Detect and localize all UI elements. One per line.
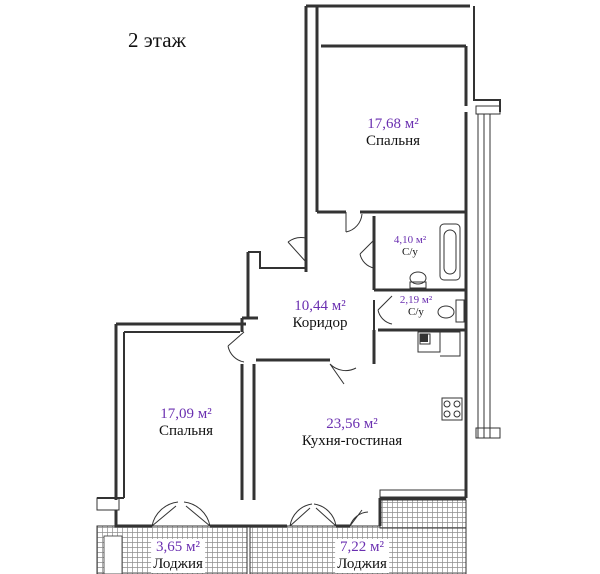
room-wc: 2,19 м² С/у [400,294,432,318]
floor-title: 2 этаж [128,28,187,52]
room-name: Кухня-гостиная [301,433,403,449]
room-kitchen-living: 23,56 м² Кухня-гостиная [302,416,402,450]
room-name: Спальня [365,133,421,149]
room-loggia-left: 3,65 м² Лоджия [151,539,205,573]
room-area: 23,56 м² [326,416,378,432]
room-loggia-right: 7,22 м² Лоджия [335,539,389,573]
loggia-right-extension [379,499,467,529]
room-area: 17,09 м² [160,406,212,422]
room-bathroom: 4,10 м² С/у [394,234,426,258]
room-area: 17,68 м² [367,116,419,132]
room-name: С/у [408,306,424,318]
room-name: С/у [402,246,418,258]
room-area: 10,44 м² [294,298,346,314]
fixtures [409,223,465,421]
room-area: 4,10 м² [393,234,427,246]
doors [151,212,393,527]
walls [96,4,501,528]
room-area: 3,65 м² [151,539,205,556]
room-name: Коридор [292,315,348,331]
room-bedroom-left: 17,09 м² Спальня [159,406,213,440]
room-name: Спальня [158,423,214,439]
room-bedroom-top: 17,68 м² Спальня [366,116,420,150]
room-corridor: 10,44 м² Коридор [293,298,348,332]
room-name: Лоджия [335,556,389,573]
room-area: 7,22 м² [335,539,389,556]
room-area: 2,19 м² [399,294,433,306]
room-name: Лоджия [151,556,205,573]
